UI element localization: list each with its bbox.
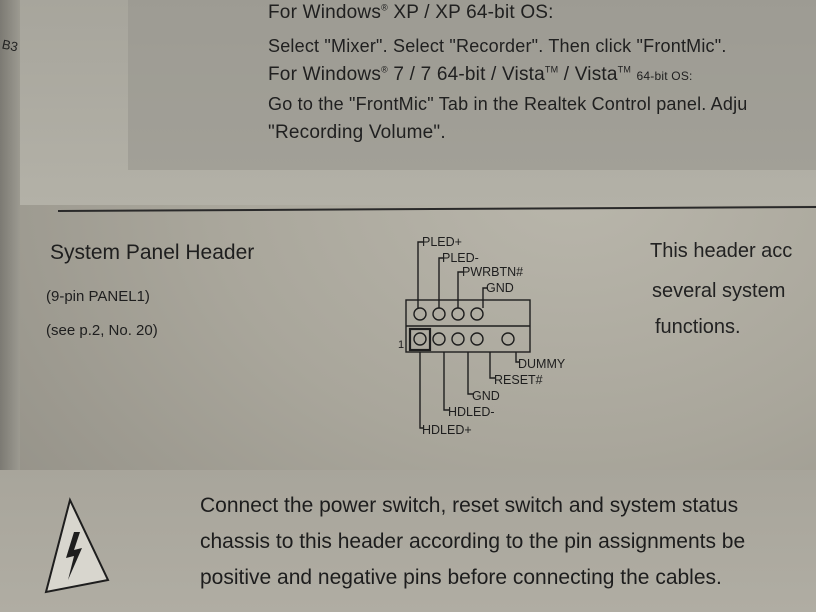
label-gnd-bottom: GND <box>472 389 500 403</box>
warning-triangle-icon <box>44 497 110 594</box>
line1-os: XP / XP 64-bit OS: <box>393 2 554 23</box>
notice-section <box>0 470 816 612</box>
pin1-square <box>408 327 432 352</box>
instruction-line-2: Select "Mixer". Select "Recorder". Then … <box>268 36 727 56</box>
line1-prefix: For Windows <box>268 2 382 23</box>
pin-bottom-4 <box>470 332 484 346</box>
lead-hdled-minus <box>443 352 450 411</box>
lead-dummy <box>515 352 520 363</box>
reg-mark: ® <box>381 2 388 13</box>
label-dummy: DUMMY <box>518 357 566 371</box>
instruction-line-4: Go to the "FrontMic" Tab in the Realtek … <box>268 94 748 114</box>
lead-reset <box>489 352 496 379</box>
lead-hdled-plus <box>419 352 424 429</box>
pin-bottom-5 <box>501 332 515 346</box>
pin-top-4 <box>470 307 484 321</box>
reg-mark-2: ® <box>381 64 388 75</box>
pin-top-3 <box>451 307 465 321</box>
pin-top-1 <box>413 307 427 321</box>
description-line-1: This header acc <box>650 240 793 262</box>
notice-line-1: Connect the power switch, reset switch a… <box>200 494 739 517</box>
section-reference: (see p.2, No. 20) <box>46 322 158 339</box>
description-line-2: several system <box>652 280 786 302</box>
pin-bottom-3 <box>451 332 465 346</box>
description-line-3: functions. <box>655 316 741 338</box>
side-page-label: B3 <box>0 36 20 55</box>
pin-header-diagram: PLED+ PLED- PWRBTN# GND DUMMY RESET# GND… <box>398 235 566 437</box>
notice-line-3: positive and negative pins before connec… <box>200 566 722 589</box>
section-subtitle: (9-pin PANEL1) <box>46 288 150 305</box>
pin1-marker: 1 <box>398 339 404 351</box>
instruction-box <box>128 0 816 170</box>
lead-pled-minus <box>438 257 444 308</box>
notice-line-2: chassis to this header according to the … <box>200 530 746 553</box>
label-gnd-top: GND <box>486 281 514 295</box>
pin-bottom-1 <box>413 332 427 346</box>
label-pled-minus: PLED- <box>442 251 479 265</box>
instruction-line-5: "Recording Volume". <box>268 122 446 143</box>
lead-pwrbtn <box>457 271 464 308</box>
lead-gnd-top <box>482 287 488 308</box>
lead-pled-plus <box>417 241 424 308</box>
section-divider <box>57 206 816 212</box>
tm-mark-2: TM <box>617 64 632 75</box>
label-reset: RESET# <box>494 373 543 387</box>
instruction-line-1: For Windows® XP / XP 64-bit OS: <box>268 2 554 24</box>
line3-os: 7 / 7 64-bit / Vista <box>393 64 545 85</box>
label-hdled-minus: HDLED- <box>448 405 495 419</box>
lead-gnd-bottom <box>467 352 474 395</box>
section-title: System Panel Header <box>50 241 255 264</box>
line3-64bit: 64-bit OS: <box>636 69 693 83</box>
pin-top-2 <box>432 307 446 321</box>
label-pwrbtn: PWRBTN# <box>462 265 523 279</box>
label-hdled-plus: HDLED+ <box>422 423 472 437</box>
pin-bottom-2 <box>432 332 446 346</box>
line3-vista: / Vista <box>563 64 618 85</box>
instruction-line-3: For Windows® 7 / 7 64-bit / VistaTM / Vi… <box>268 64 693 86</box>
label-pled-plus: PLED+ <box>422 235 462 249</box>
tm-mark: TM <box>544 64 559 75</box>
line3-prefix: For Windows <box>268 64 382 85</box>
page-gutter <box>0 0 20 612</box>
